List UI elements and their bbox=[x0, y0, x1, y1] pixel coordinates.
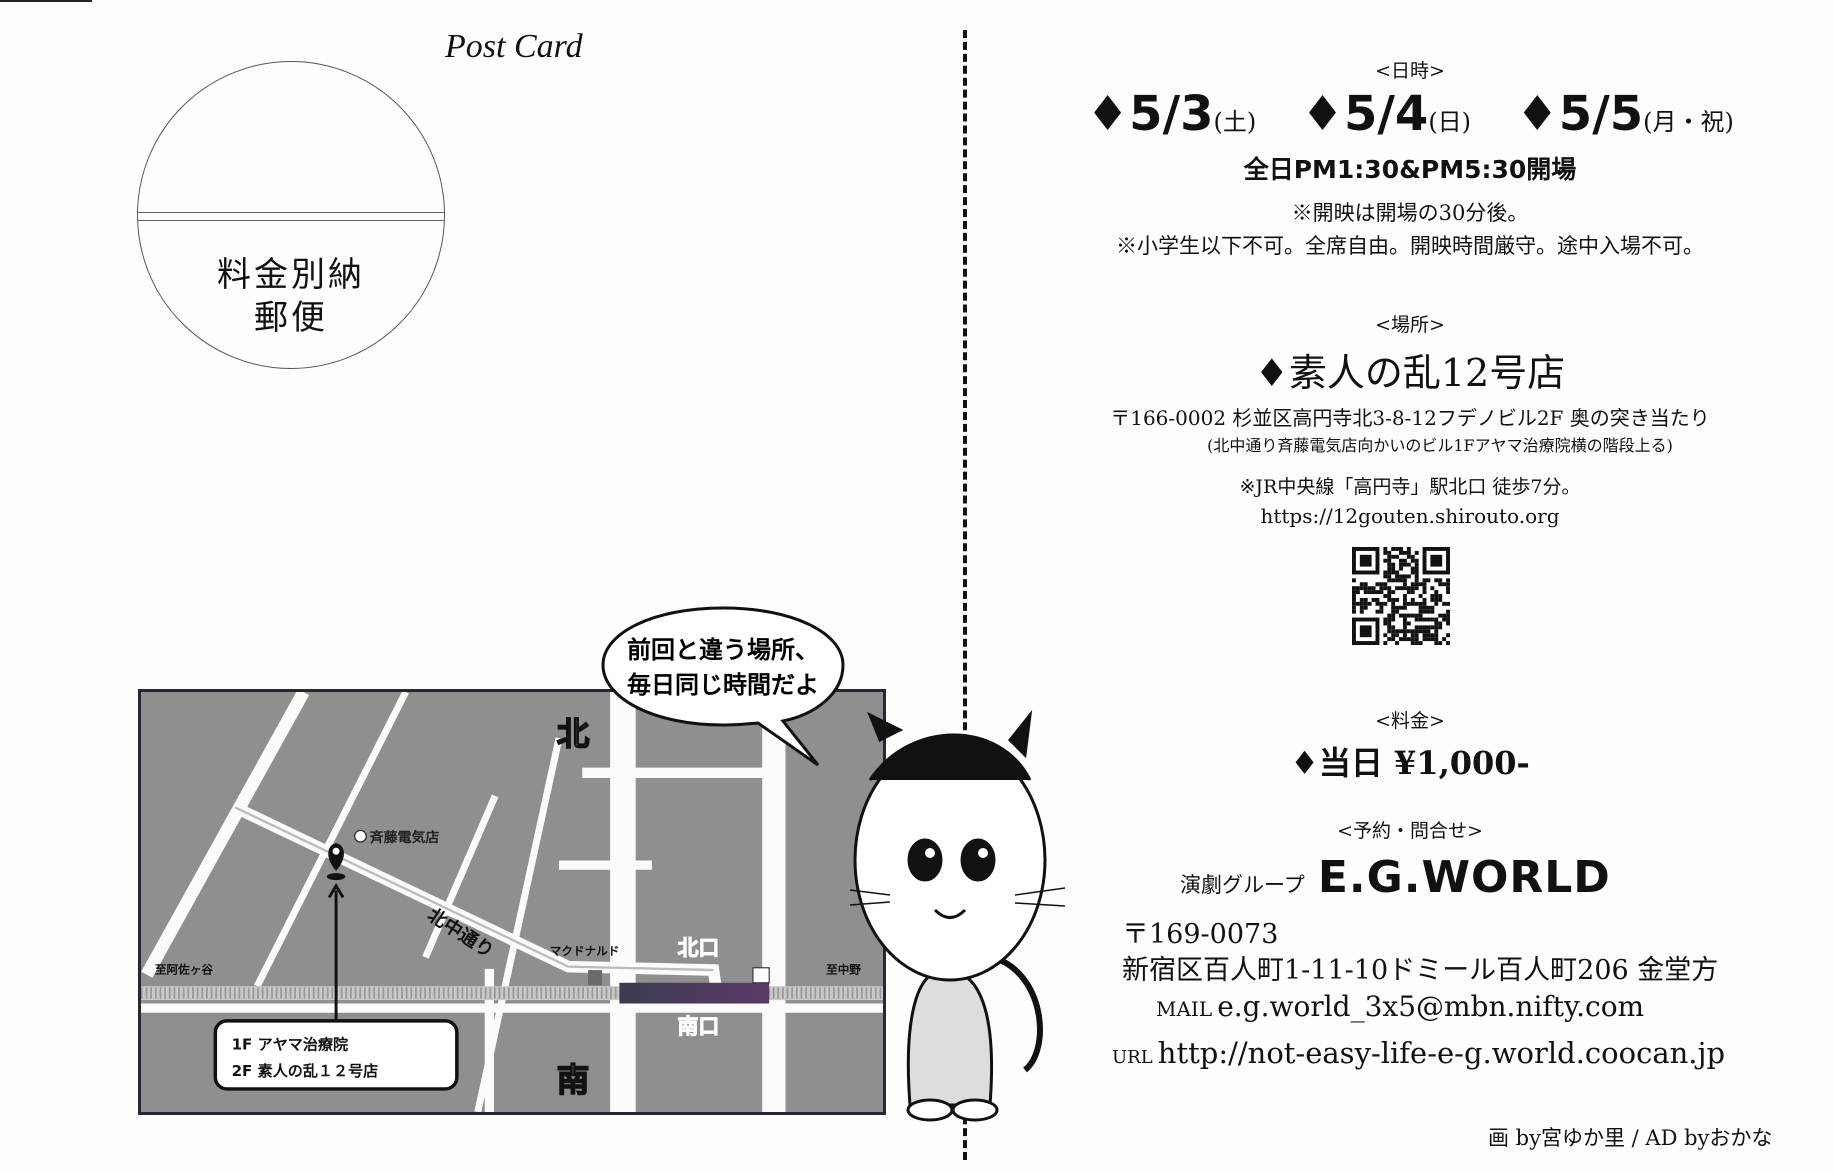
cat-character-illustration bbox=[850, 710, 1066, 1122]
to-asagaya-label: 至阿佐ヶ谷 bbox=[155, 963, 213, 977]
location-pin-icon bbox=[326, 843, 346, 881]
contact-url[interactable]: http://not-easy-life-e-g.world.coocan.jp bbox=[1157, 1036, 1726, 1070]
postage-stamp-circle: 料金別納 郵便 bbox=[137, 61, 445, 369]
postcard-title: Post Card bbox=[445, 28, 583, 65]
bubble-line-1: 前回と違う場所、 bbox=[627, 636, 819, 664]
contact-header: <予約・問合せ> bbox=[1337, 820, 1483, 842]
saito-label: 斉藤電気店 bbox=[370, 829, 440, 846]
contact-address: 新宿区百人町1-11-10ドミール百人町206 金堂方 bbox=[1122, 955, 1719, 986]
credits: 画 by宮ゆか里 / AD byおかな bbox=[1488, 1126, 1773, 1150]
date-item: ♦5/3(土) bbox=[1086, 86, 1257, 142]
venue-url[interactable]: https://12gouten.shirouto.org bbox=[1260, 504, 1560, 528]
schedule-note-1: ※開映は開場の30分後。 bbox=[1291, 201, 1529, 225]
venue-header: <場所> bbox=[1375, 314, 1445, 336]
group-prefix: 演劇グループ bbox=[1180, 873, 1305, 897]
venue-directions: (北中通り斉藤電気店向かいのビル1Fアヤマ治療院横の階段上る) bbox=[1207, 436, 1673, 455]
group-name-line: 演劇グループ E.G.WORLD bbox=[1180, 852, 1611, 903]
north-label: 北 bbox=[557, 715, 590, 753]
south-label: 南 bbox=[557, 1061, 590, 1099]
schedule-header: <日時> bbox=[1375, 60, 1445, 82]
to-nakano-label: 至中野 bbox=[826, 963, 861, 977]
open-time: 全日PM1:30&PM5:30開場 bbox=[1243, 155, 1577, 184]
station-marker bbox=[752, 967, 770, 984]
date-item: ♦5/4(日) bbox=[1300, 86, 1472, 142]
date-list: ♦5/3(土) ♦5/4(日) ♦5/5(月・祝) bbox=[1060, 86, 1760, 142]
contact-mail[interactable]: e.g.world_3x5@mbn.nifty.com bbox=[1217, 990, 1645, 1023]
stamp-line2: 郵便 bbox=[254, 298, 328, 338]
station-platform bbox=[619, 982, 770, 1004]
venue-map: 1F アヤマ治療院 2F 素人の乱１２号店 斉藤電気店 北中通り マクドナルド … bbox=[138, 689, 886, 1115]
speech-bubble: 前回と違う場所、 毎日同じ時間だよ bbox=[601, 606, 845, 767]
qr-code[interactable] bbox=[1352, 547, 1450, 645]
contact-postal: 〒169-0073 bbox=[1122, 919, 1279, 950]
schedule-note-2: ※小学生以下不可。全席自由。開映時間厳守。途中入場不可。 bbox=[1116, 234, 1704, 258]
landmark-dot bbox=[354, 829, 367, 843]
venue-address: 〒166-0002 杉並区高円寺北3-8-12フデノビル2F 奥の突き当たり bbox=[1110, 406, 1710, 430]
group-logo: E.G.WORLD bbox=[1317, 852, 1611, 903]
building-label-box bbox=[213, 1019, 459, 1091]
price-header: <料金> bbox=[1375, 710, 1445, 732]
contact-mail-line: MAIL e.g.world_3x5@mbn.nifty.com bbox=[1156, 990, 1645, 1023]
venue-name: ♦素人の乱12号店 bbox=[1254, 351, 1566, 395]
south-exit-label: 南口 bbox=[677, 1015, 719, 1039]
floor-1-label: 1F アヤマ治療院 bbox=[232, 1036, 349, 1054]
corner-mark bbox=[0, 0, 92, 2]
contact-url-line: URL http://not-easy-life-e-g.world.cooca… bbox=[1112, 1036, 1726, 1070]
price-value: ♦当日 ¥1,000- bbox=[1290, 744, 1530, 782]
cut-line-divider bbox=[963, 30, 967, 1160]
floor-2-label: 2F 素人の乱１２号店 bbox=[232, 1062, 379, 1080]
mcdonalds-label: マクドナルド bbox=[550, 944, 620, 958]
north-exit-label: 北口 bbox=[677, 936, 719, 960]
date-item: ♦5/5(月・祝) bbox=[1515, 86, 1734, 142]
bubble-line-2: 毎日同じ時間だよ bbox=[627, 671, 819, 699]
venue-access: ※JR中央線「高円寺」駅北口 徒歩7分。 bbox=[1239, 476, 1581, 498]
stamp-line1: 料金別納 bbox=[217, 255, 365, 295]
